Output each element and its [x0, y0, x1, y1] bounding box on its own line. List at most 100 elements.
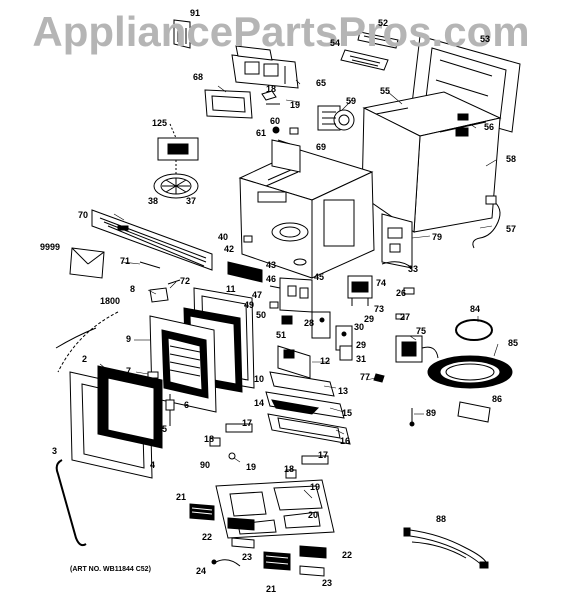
label-86: 86 — [492, 394, 503, 404]
part-3-door-handle — [55, 459, 87, 547]
label-72: 72 — [180, 276, 191, 286]
part-58-outer-case — [361, 91, 502, 233]
label-77: 77 — [360, 372, 371, 382]
part-33-wire — [381, 261, 413, 269]
label-20: 20 — [308, 510, 319, 520]
label-29-lower: 29 — [356, 340, 367, 350]
part-17-18-lamp-right — [285, 455, 329, 490]
label-17-left: 17 — [242, 418, 253, 428]
part-86-filter — [457, 401, 491, 423]
label-58: 58 — [506, 154, 517, 164]
label-49: 49 — [244, 300, 255, 310]
label-7: 7 — [126, 366, 132, 376]
leader-lines-turntable — [169, 123, 177, 174]
label-22-left: 22 — [202, 532, 213, 542]
part-8-72-latch — [149, 279, 181, 303]
part-88-wire-harness — [403, 527, 489, 569]
label-47: 47 — [252, 290, 263, 300]
label-21-left: 21 — [176, 492, 187, 502]
label-53: 53 — [480, 34, 491, 44]
part-22-lamp-cover-right — [299, 545, 327, 559]
label-19-top: 19 — [290, 100, 301, 110]
part-42-grille — [227, 261, 263, 283]
label-10: 10 — [254, 374, 265, 384]
label-40: 40 — [218, 232, 229, 242]
part-91-bracket — [173, 19, 191, 49]
label-90: 90 — [200, 460, 211, 470]
part-65-control-assembly — [231, 45, 299, 89]
part-17-18-lamp-left — [209, 423, 253, 460]
part-12-module — [277, 345, 311, 379]
label-75: 75 — [416, 326, 427, 336]
part-59-fan-motor — [317, 105, 355, 131]
label-79: 79 — [432, 232, 443, 242]
label-85: 85 — [508, 338, 519, 348]
label-71: 71 — [120, 256, 131, 266]
part-21-grease-filter-right — [263, 551, 291, 571]
label-55: 55 — [380, 86, 391, 96]
label-8: 8 — [130, 284, 136, 294]
label-19-left: 19 — [246, 462, 257, 472]
label-45: 45 — [314, 272, 325, 282]
label-24: 24 — [196, 566, 207, 576]
label-73: 73 — [374, 304, 385, 314]
label-18-left: 18 — [204, 434, 215, 444]
label-59: 59 — [346, 96, 357, 106]
label-89: 89 — [426, 408, 437, 418]
label-2: 2 — [82, 354, 88, 364]
part-70-vent-grille — [91, 209, 213, 271]
label-27: 27 — [400, 312, 411, 322]
part-84-roller-ring — [455, 319, 493, 341]
label-51: 51 — [276, 330, 287, 340]
part-18-19-clips-top — [261, 90, 280, 105]
label-13: 13 — [338, 386, 349, 396]
label-12: 12 — [320, 356, 331, 366]
label-17-right: 17 — [318, 450, 329, 460]
label-9999: 9999 — [40, 242, 61, 252]
label-69: 69 — [316, 142, 327, 152]
label-28: 28 — [304, 318, 315, 328]
label-31: 31 — [356, 354, 367, 364]
label-65: 65 — [316, 78, 327, 88]
part-9-door-panel — [149, 315, 217, 413]
label-52: 52 — [378, 18, 389, 28]
label-61: 61 — [256, 128, 267, 138]
part-75-transformer — [395, 335, 439, 363]
part-56-clip — [457, 113, 469, 121]
part-16-tray — [267, 413, 351, 445]
part-52-54-vent-grilles — [340, 31, 399, 71]
label-84: 84 — [470, 304, 481, 314]
label-6: 6 — [184, 400, 190, 410]
label-3: 3 — [52, 446, 58, 456]
part-71-screw — [139, 261, 161, 269]
label-23-right: 23 — [322, 578, 333, 588]
label-22-right: 22 — [342, 550, 353, 560]
label-1800: 1800 — [100, 296, 121, 306]
label-38: 38 — [148, 196, 159, 206]
label-33: 33 — [408, 264, 419, 274]
label-18-top: 18 — [266, 84, 277, 94]
part-43-stirrer — [293, 258, 307, 266]
part-24-wire — [211, 559, 241, 567]
label-88: 88 — [436, 514, 447, 524]
label-60: 60 — [270, 116, 281, 126]
part-22-lamp-cover-left — [227, 517, 255, 531]
label-42: 42 — [224, 244, 235, 254]
part-13-15-base-plates — [265, 371, 345, 419]
label-56: 56 — [484, 122, 495, 132]
label-37: 37 — [186, 196, 197, 206]
part-60-61-fittings — [272, 126, 299, 135]
art-number-caption: (ART NO. WB11844 C52) — [70, 566, 151, 573]
leader-lines — [99, 79, 499, 499]
part-68-tray — [204, 89, 253, 119]
label-15: 15 — [342, 408, 353, 418]
part-49-51-brackets — [269, 301, 293, 325]
label-50: 50 — [256, 310, 267, 320]
part-23-lens-right — [299, 565, 325, 577]
part-4-door-window — [97, 365, 163, 449]
label-125: 125 — [152, 118, 168, 128]
part-37-38-roller-ring — [153, 173, 199, 199]
part-73-74-capacitor — [347, 275, 373, 306]
label-43: 43 — [266, 260, 277, 270]
